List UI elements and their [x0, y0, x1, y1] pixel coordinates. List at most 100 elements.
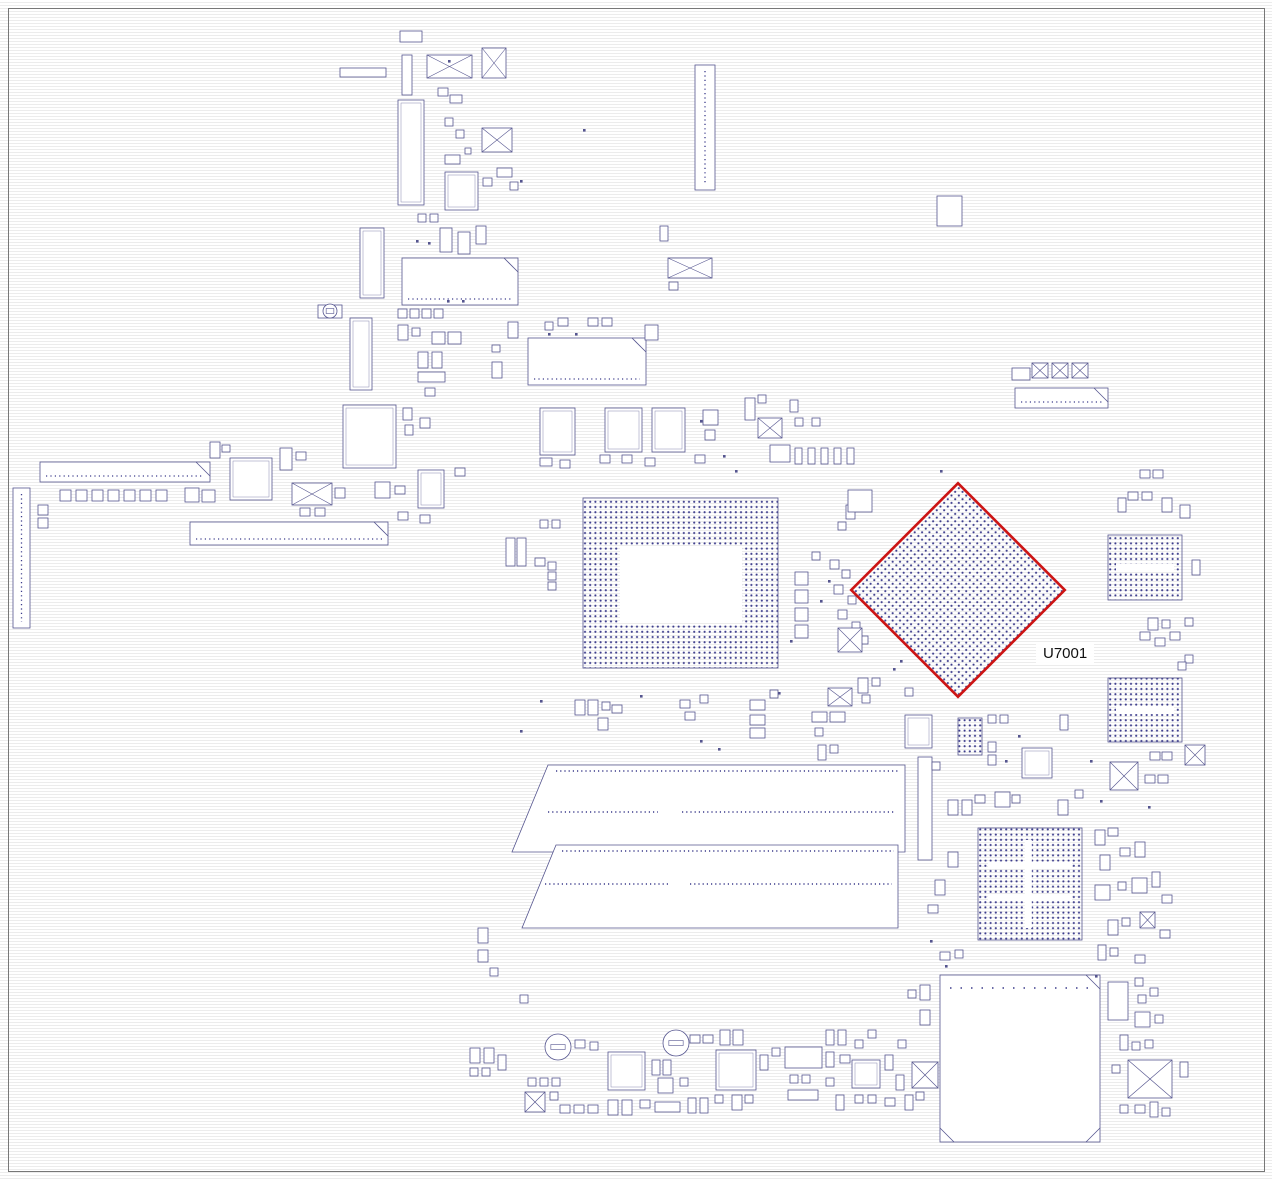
chip[interactable] [349, 317, 373, 391]
chip[interactable] [417, 469, 445, 509]
chip[interactable] [904, 714, 933, 749]
component [947, 851, 959, 868]
component [37, 504, 49, 516]
component [884, 1097, 896, 1107]
connector[interactable] [39, 461, 211, 483]
chip[interactable] [397, 99, 425, 206]
component [477, 949, 489, 963]
chip[interactable] [607, 1051, 646, 1091]
via-dot [575, 333, 578, 336]
chip[interactable] [359, 227, 385, 299]
component [679, 1077, 689, 1087]
connector[interactable] [189, 521, 389, 546]
connector[interactable] [12, 487, 31, 629]
component [1177, 661, 1187, 671]
component [689, 1034, 701, 1044]
connector[interactable] [401, 257, 519, 306]
component [904, 1094, 914, 1111]
round-component-mark [325, 308, 335, 314]
component [814, 727, 824, 737]
component [587, 317, 599, 327]
component [621, 1099, 633, 1116]
component [714, 1094, 724, 1104]
connector-bevel [503, 257, 519, 273]
bga-gap [1116, 563, 1174, 572]
via-dot [640, 695, 643, 698]
component [409, 308, 420, 319]
component [1179, 504, 1191, 519]
component [1141, 491, 1153, 501]
component [867, 1094, 877, 1104]
component [1179, 1061, 1189, 1078]
connector[interactable] [694, 64, 716, 191]
memory-slot[interactable] [521, 844, 899, 929]
component [209, 441, 221, 459]
connector[interactable] [527, 337, 647, 386]
component [1057, 799, 1069, 816]
component [846, 447, 855, 465]
chip[interactable] [715, 1049, 757, 1091]
component [404, 424, 414, 436]
chip[interactable] [651, 407, 686, 453]
component [987, 754, 997, 766]
round-component-mark [668, 1040, 684, 1046]
component [1144, 1039, 1154, 1049]
chip-body [447, 174, 476, 208]
component [299, 507, 311, 517]
chip[interactable] [342, 404, 397, 469]
highlighted-component-u7001[interactable] [849, 481, 1067, 699]
chip-body [352, 320, 370, 388]
component [939, 951, 951, 961]
component [679, 699, 691, 709]
component [477, 927, 489, 944]
component [481, 1067, 491, 1077]
component [1117, 497, 1127, 513]
via-dot [718, 748, 721, 751]
component [1099, 854, 1111, 871]
component [999, 714, 1009, 724]
component [431, 331, 446, 345]
component [483, 1047, 495, 1064]
component [421, 308, 432, 319]
via-dot [893, 668, 896, 671]
chip[interactable] [1021, 747, 1053, 779]
connector[interactable] [1014, 387, 1109, 409]
component [668, 281, 679, 291]
component [437, 87, 449, 97]
component [1149, 987, 1159, 997]
component [455, 129, 465, 139]
component [794, 417, 804, 427]
small-bga[interactable] [957, 717, 983, 756]
component [557, 317, 569, 327]
component [854, 1094, 864, 1104]
component-diag [481, 127, 513, 153]
component [1134, 841, 1146, 858]
component [1161, 1107, 1171, 1117]
chip[interactable] [851, 1059, 881, 1089]
memory-slot[interactable] [511, 764, 906, 853]
component [574, 1039, 586, 1049]
round-component [662, 1029, 690, 1057]
component [749, 699, 766, 711]
chip-body [400, 102, 422, 203]
component [987, 714, 997, 724]
module-square[interactable] [939, 974, 1101, 1143]
chip[interactable] [604, 407, 643, 453]
component [534, 557, 546, 567]
component [1159, 929, 1171, 939]
chip[interactable] [229, 457, 273, 501]
round-component [322, 303, 338, 319]
component [811, 711, 828, 723]
component [621, 454, 633, 464]
via-dot [583, 129, 586, 132]
component [1154, 637, 1166, 647]
chip-body [610, 1054, 643, 1088]
component [847, 489, 873, 513]
component [1059, 714, 1069, 731]
chip[interactable] [539, 407, 576, 456]
component [687, 1097, 697, 1114]
chip[interactable] [444, 171, 479, 211]
component [295, 451, 307, 461]
board-outline [8, 8, 1265, 1172]
